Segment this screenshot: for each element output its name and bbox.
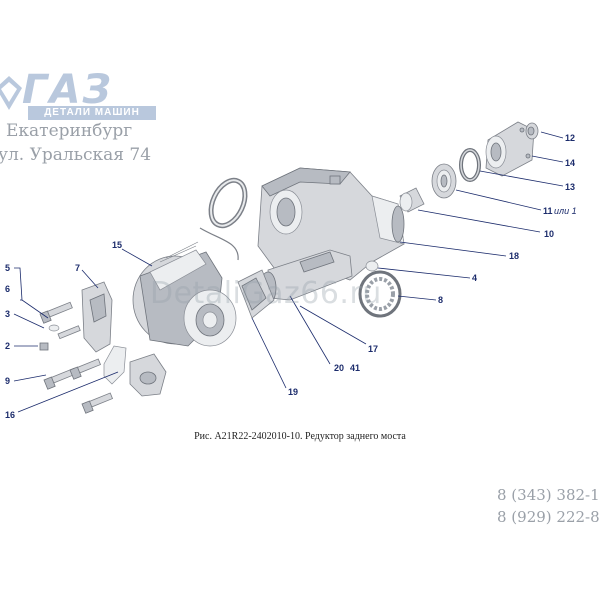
callout-18: 18 — [509, 251, 519, 261]
differential-part — [132, 241, 237, 347]
spacer-part — [399, 187, 425, 213]
callout-6: 6 — [5, 284, 10, 294]
nut-part — [525, 122, 539, 140]
roller-bearing-part — [358, 270, 402, 318]
bolt-16 — [81, 392, 114, 414]
ring-4-part — [365, 260, 379, 272]
bearing-cap-lower-part — [129, 353, 167, 397]
callout-11: 11 — [543, 206, 553, 216]
bolt-5 — [39, 301, 73, 324]
callout-11-alt: или 1 — [554, 206, 577, 216]
leader-lines — [13, 131, 564, 413]
oil-seal-part — [459, 148, 481, 182]
nut-2 — [39, 342, 49, 351]
bolt-7 — [69, 358, 102, 380]
address-street: ул. Уральская 74 — [0, 145, 152, 165]
bolt-6 — [57, 325, 81, 340]
deer-emblem-icon — [0, 76, 22, 110]
callout-16: 16 — [5, 410, 15, 420]
bolt-9 — [43, 367, 77, 390]
washer-3 — [48, 324, 60, 332]
address-city: Екатеринбург — [6, 121, 133, 141]
callout-7: 7 — [75, 263, 80, 273]
bearing-cap-part — [81, 281, 113, 353]
callout-20: 20 — [334, 363, 344, 373]
callout-19: 19 — [288, 387, 298, 397]
callout-12: 12 — [565, 133, 575, 143]
figure-caption: Рис. А21R22-2402010-10. Редуктор заднего… — [194, 431, 406, 442]
phone-2: 8 (929) 222-8 — [497, 508, 600, 526]
lock-plate-part — [103, 345, 127, 385]
brand-logo-text: ГАЗ — [22, 67, 113, 113]
watermark: DetaliGaz66.ru — [150, 276, 382, 311]
flange-part — [485, 121, 535, 177]
callout-10: 10 — [544, 229, 554, 239]
sensor-wire — [199, 227, 239, 261]
callout-14: 14 — [565, 158, 575, 168]
callout-17: 17 — [368, 344, 378, 354]
callout-5: 5 — [5, 263, 10, 273]
callout-15: 15 — [112, 240, 122, 250]
callout-2: 2 — [5, 341, 10, 351]
callout-9: 9 — [5, 376, 10, 386]
callout-13: 13 — [565, 182, 575, 192]
callout-4: 4 — [472, 273, 477, 283]
callout-41: 41 — [350, 363, 360, 373]
callout-8: 8 — [438, 295, 443, 305]
pinion-gear-part — [237, 269, 275, 319]
logo: ГАЗ ДЕТАЛИ МАШИН — [0, 70, 160, 120]
callout-3: 3 — [5, 309, 10, 319]
phone-1: 8 (343) 382-1 — [497, 486, 600, 504]
callout-labels: 12 14 13 11 или 1 10 18 4 8 15 7 5 6 3 2… — [5, 133, 577, 420]
seal-ring — [208, 177, 248, 229]
bearing-part — [431, 163, 457, 199]
reducer-housing — [257, 167, 405, 281]
brand-logo-subtitle: ДЕТАЛИ МАШИН — [28, 106, 156, 120]
